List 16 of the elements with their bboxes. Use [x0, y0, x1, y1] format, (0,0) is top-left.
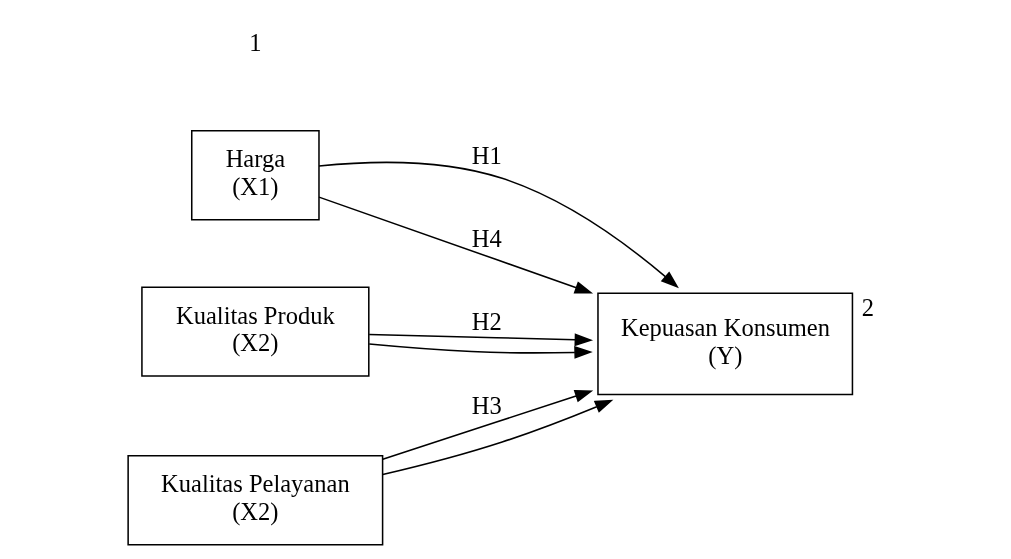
edge-label: H4	[471, 225, 502, 252]
arrow	[367, 333, 593, 347]
node-box: Harga (X1)	[190, 130, 320, 221]
label: 1	[248, 28, 261, 56]
arrow	[381, 390, 593, 460]
node-box: Kualitas Pelayanan (X2)	[126, 455, 383, 546]
node-box: Kualitas Produk (X2)	[140, 286, 370, 377]
edge-label: H1	[471, 142, 502, 170]
arrow	[368, 343, 593, 359]
node-box: Kepuasan Konsumen (Y)	[596, 292, 853, 396]
node-label: 2	[861, 293, 874, 321]
edge-label: H2	[471, 307, 502, 335]
edge-label: H3	[471, 392, 502, 420]
arrow	[317, 161, 679, 289]
arrow	[317, 196, 593, 294]
arrow	[381, 399, 613, 476]
